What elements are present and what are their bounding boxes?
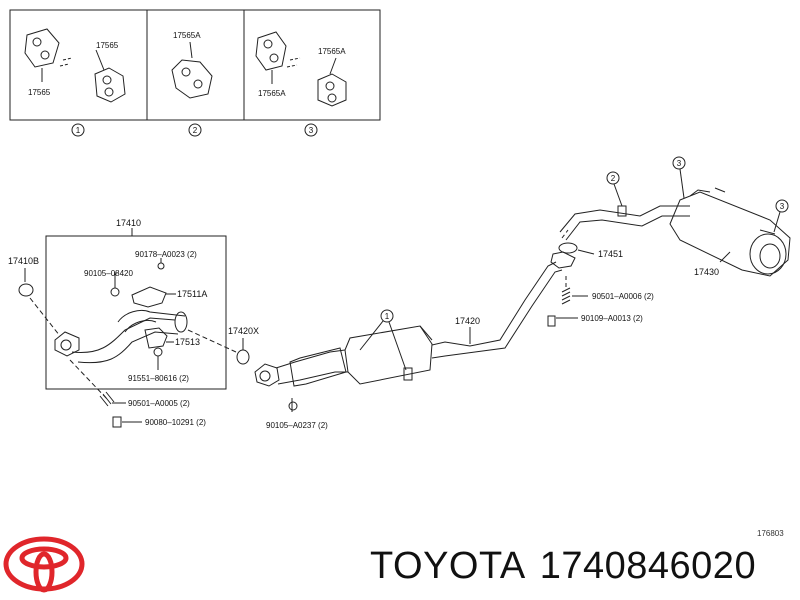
label-17511a: 17511A xyxy=(177,289,207,299)
inset2-label-a: 17565A xyxy=(173,31,201,40)
leader-line xyxy=(577,249,595,255)
label-90105-08420: 90105–08420 xyxy=(84,269,133,278)
inset3-callout: 3 xyxy=(309,126,314,135)
assembly-dash-line xyxy=(29,297,61,337)
label-17410b: 17410B xyxy=(8,256,39,266)
bolt-drawing xyxy=(288,401,298,411)
label-90105-a0237: 90105–A0237 (2) xyxy=(266,421,328,430)
callout-circle xyxy=(304,123,318,137)
bolt-spring-drawing xyxy=(99,391,122,428)
inset1-label-b: 17565 xyxy=(28,88,51,97)
center-pipe-drawing xyxy=(254,251,576,387)
label-90501-a0005: 90501–A0005 (2) xyxy=(128,399,190,408)
leader-line xyxy=(613,183,623,207)
front-pipe-group-box xyxy=(45,235,227,390)
toyota-logo xyxy=(3,536,85,593)
label-90109: 90109–A0013 (2) xyxy=(581,314,643,323)
label-90501-a0006: 90501–A0006 (2) xyxy=(592,292,654,301)
inset1-label-a: 17565 xyxy=(96,41,119,50)
leader-line xyxy=(773,211,781,233)
callout-1: 1 xyxy=(385,312,390,321)
callout-circle xyxy=(380,309,394,323)
inset3-label-a: 17565A xyxy=(318,47,346,56)
callout-3b: 3 xyxy=(780,202,785,211)
callout-3a: 3 xyxy=(677,159,682,168)
callout-2: 2 xyxy=(611,174,616,183)
assembly-dash-line xyxy=(187,329,237,353)
reference-number: 176803 xyxy=(757,529,784,538)
hanger-17565a-pair-drawing xyxy=(255,31,347,107)
callout-circle xyxy=(71,123,85,137)
front-pipe-drawing xyxy=(54,262,188,364)
bolt-spring-drawing xyxy=(547,287,571,327)
label-17420: 17420 xyxy=(455,316,480,326)
part-number: 1740846020 xyxy=(539,545,757,587)
assembly-dash-line xyxy=(69,359,109,401)
label-91551: 91551–80616 (2) xyxy=(128,374,189,383)
leader-line xyxy=(359,320,384,351)
label-90080: 90080–10291 (2) xyxy=(145,418,206,427)
label-17451: 17451 xyxy=(598,249,623,259)
label-17420x: 17420X xyxy=(228,326,259,336)
label-17410: 17410 xyxy=(116,218,141,228)
callout-circle xyxy=(606,171,620,185)
label-90178: 90178–A0023 (2) xyxy=(135,250,197,259)
callout-circle xyxy=(672,156,686,170)
leader-line xyxy=(679,168,685,199)
hanger-17565-drawing xyxy=(24,28,126,103)
callout-circle xyxy=(188,123,202,137)
label-17513: 17513 xyxy=(175,337,200,347)
muffler-drawing xyxy=(559,187,791,277)
hanger-17565a-drawing xyxy=(171,41,213,99)
brand-line: TOYOTA 1740846020 xyxy=(370,545,770,588)
inset1-callout: 1 xyxy=(76,126,81,135)
inset-panel xyxy=(9,9,381,121)
leader-line xyxy=(388,321,407,371)
gasket-17420x-drawing xyxy=(236,349,250,365)
assembly-dash-line xyxy=(561,229,569,239)
inset2-callout: 2 xyxy=(193,126,198,135)
gasket-17410b-drawing xyxy=(18,283,34,297)
gasket-17451-drawing xyxy=(558,242,578,254)
label-17430: 17430 xyxy=(694,267,719,277)
inset3-label-b: 17565A xyxy=(258,89,286,98)
brand-name: TOYOTA xyxy=(370,545,526,587)
callout-circle xyxy=(775,199,789,213)
leader-line xyxy=(719,251,731,263)
